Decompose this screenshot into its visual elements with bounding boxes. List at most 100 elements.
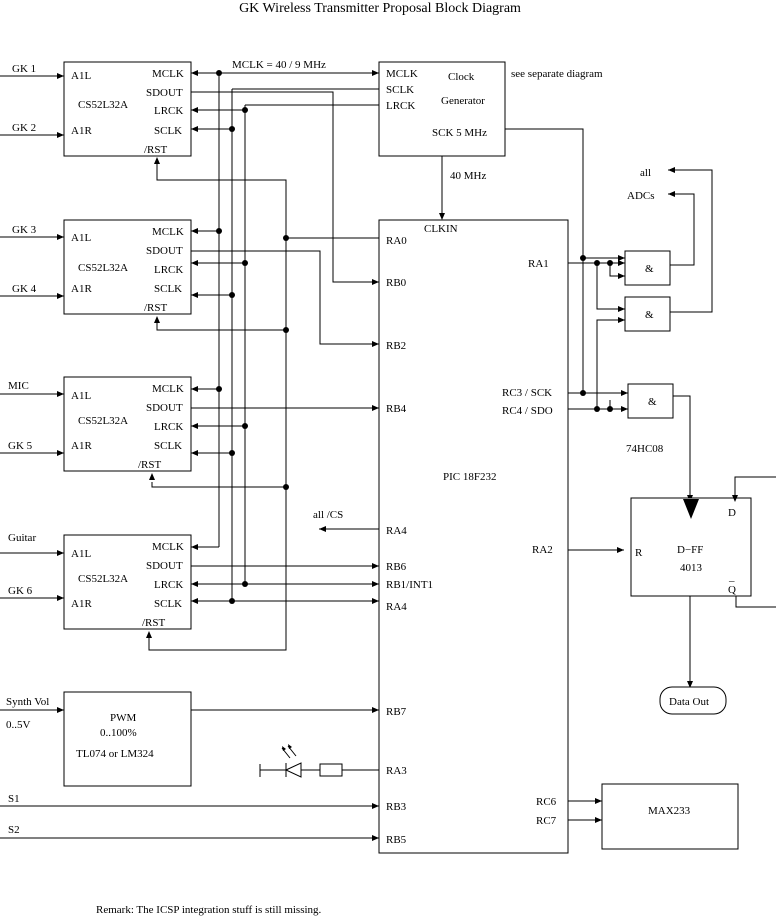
pic-pin-rb1: RB1/INT1 — [386, 579, 433, 591]
pin-sclk: SCLK — [154, 125, 182, 137]
max233-label: MAX233 — [648, 805, 691, 817]
adc-block-1 — [63, 61, 192, 157]
dff-labels: D R D−FF 4013 _ Q — [635, 507, 736, 596]
input-gk3: GK 3 — [12, 224, 37, 236]
and-gate-2 — [624, 296, 671, 332]
and-gate-3 — [627, 383, 674, 419]
clk-pin-sck: SCK 5 MHz — [432, 127, 487, 139]
input-gk5: GK 5 — [8, 440, 33, 452]
gate-junction-dots — [580, 255, 613, 412]
clock-labels: MCLK SCLK LRCK Clock Generator SCK 5 MHz… — [232, 59, 603, 182]
data-out-label: Data Out — [669, 696, 709, 708]
remark: Remark: The ICSP integration stuff is st… — [96, 904, 322, 916]
pic-pin-ra4b: RA4 — [386, 601, 407, 613]
pic-pin-ra4: RA4 — [386, 525, 407, 537]
dff-clock-triangle — [683, 499, 699, 519]
clock-name-1: Clock — [448, 71, 475, 83]
led-circuit — [259, 744, 379, 778]
pin-sdout: SDOUT — [146, 402, 183, 414]
pin-a1l: A1L — [71, 548, 91, 560]
adc-2-labels: A1L CS52L32A A1R MCLK SDOUT LRCK SCLK /R… — [71, 226, 184, 314]
see-separate-diagram: see separate diagram — [511, 68, 603, 80]
dff-d-arrow — [732, 495, 738, 502]
pwm-chip: TL074 or LM324 — [76, 748, 154, 760]
and-gate-1 — [624, 250, 671, 286]
gate-arrows — [617, 167, 693, 553]
all-cs-label: all /CS — [313, 509, 343, 521]
input-guitar: Guitar — [8, 532, 36, 544]
and-symbol: & — [648, 396, 657, 408]
dff-qbar-bar: _ — [728, 571, 735, 583]
pic-pin-rb0: RB0 — [386, 277, 407, 289]
pin-mclk: MCLK — [152, 226, 184, 238]
clk-pin-mclk: MCLK — [386, 68, 418, 80]
dff-chip: 4013 — [680, 562, 703, 574]
pic-pin-rb5: RB5 — [386, 834, 407, 846]
and-symbol: & — [645, 263, 654, 275]
input-gk2: GK 2 — [12, 122, 36, 134]
pin-sdout: SDOUT — [146, 245, 183, 257]
switch-arrows — [372, 803, 379, 841]
pic-pin-clkin: CLKIN — [424, 223, 458, 235]
switch-wires — [0, 805, 379, 839]
pin-rst: /RST — [144, 144, 168, 156]
input-synth-range: 0..5V — [6, 719, 31, 731]
adc-block-4 — [63, 534, 192, 630]
input-mic: MIC — [8, 380, 29, 392]
all-adcs-label-2: ADCs — [627, 190, 655, 202]
adc-chip-label: CS52L32A — [78, 573, 128, 585]
pic-pin-labels: CLKIN RA0 RB0 RB2 RB4 RA4 RB6 RB1/INT1 R… — [386, 223, 557, 846]
input-gk1: GK 1 — [12, 63, 36, 75]
pic-pin-ra2: RA2 — [532, 544, 553, 556]
pin-a1l: A1L — [71, 232, 91, 244]
pin-lrck: LRCK — [154, 421, 183, 433]
pwm-range: 0..100% — [100, 727, 137, 739]
adc-block-2 — [63, 219, 192, 315]
pin-mclk: MCLK — [152, 541, 184, 553]
pin-mclk: MCLK — [152, 68, 184, 80]
pin-lrck: LRCK — [154, 105, 183, 117]
input-gk6: GK 6 — [8, 585, 33, 597]
pic-pin-ra0: RA0 — [386, 235, 407, 247]
pic-pin-rc6: RC6 — [536, 796, 557, 808]
clk-pin-sclk: SCLK — [386, 84, 414, 96]
clock-bus-arrows — [146, 70, 379, 638]
and-symbol: & — [645, 309, 654, 321]
pin-a1l: A1L — [71, 390, 91, 402]
dff-name: D−FF — [677, 544, 703, 556]
pin-a1r: A1R — [71, 125, 92, 137]
clock-40mhz: 40 MHz — [450, 170, 486, 182]
clock-generator — [378, 61, 506, 157]
pin-a1l: A1L — [71, 70, 91, 82]
pic-pin-ra1: RA1 — [528, 258, 549, 270]
pin-a1r: A1R — [71, 283, 92, 295]
pic-pin-rc7: RC7 — [536, 815, 557, 827]
data-out-arrow — [687, 681, 693, 688]
pin-rst: /RST — [144, 302, 168, 314]
rs232-arrows — [595, 798, 602, 823]
pic-pin-ra3: RA3 — [386, 765, 407, 777]
dff-pin-d: D — [728, 507, 736, 519]
input-wires — [0, 73, 64, 713]
pin-sdout: SDOUT — [146, 87, 183, 99]
input-s2: S2 — [8, 824, 20, 836]
adc-1-labels: A1L CS52L32A A1R MCLK SDOUT LRCK SCLK /R… — [71, 68, 184, 156]
adc-4-labels: A1L CS52L32A A1R MCLK SDOUT LRCK SCLK /R… — [71, 541, 184, 629]
pic-pin-rb7: RB7 — [386, 706, 407, 718]
adc-chip-label: CS52L32A — [78, 99, 128, 111]
pic-pin-rc3: RC3 / SCK — [502, 387, 552, 399]
adc-block-3 — [63, 376, 192, 472]
pin-sclk: SCLK — [154, 440, 182, 452]
clock-name-2: Generator — [441, 95, 485, 107]
pin-a1r: A1R — [71, 440, 92, 452]
rs232-wires — [568, 800, 602, 821]
all-cs-arrow — [319, 526, 326, 532]
input-gk4: GK 4 — [12, 283, 37, 295]
pin-sclk: SCLK — [154, 598, 182, 610]
pin-lrck: LRCK — [154, 579, 183, 591]
pin-lrck: LRCK — [154, 264, 183, 276]
pic-pin-rb2: RB2 — [386, 340, 406, 352]
diagram-title: GK Wireless Transmitter Proposal Block D… — [239, 1, 521, 16]
clock-bus-wires — [148, 72, 379, 651]
pin-a1r: A1R — [71, 598, 92, 610]
